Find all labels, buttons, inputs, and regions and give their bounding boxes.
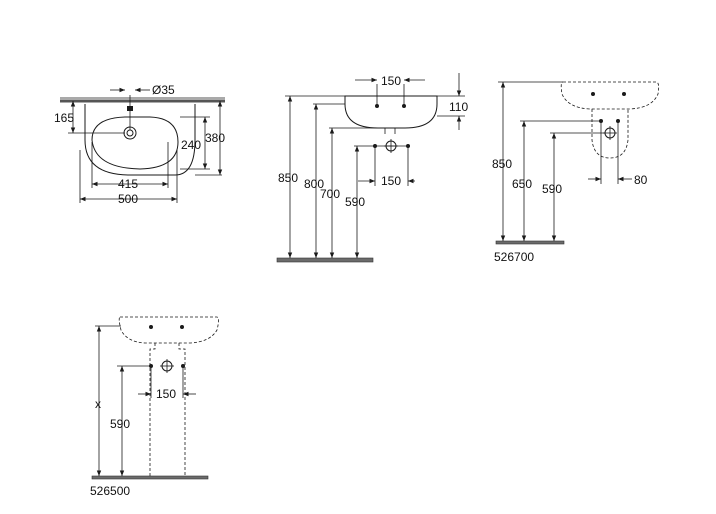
dim-415: 415 [118,177,138,191]
dim-590: 590 [110,417,130,431]
dim-80: 80 [634,173,648,187]
dim-850: 850 [278,171,298,185]
dim-150-top: 150 [381,74,401,88]
pedestal-view: x 590 150 526500 [90,316,219,498]
dim-700: 700 [320,187,340,201]
floor [495,240,565,245]
basin-outline [84,104,196,176]
pedestal-left [149,343,156,476]
floor [91,475,209,480]
side-view: 150 110 850 800 700 590 150 [276,73,468,263]
dim-380: 380 [205,131,225,145]
half-pedestal-view: 850 650 590 80 526700 [492,81,660,264]
basin-side [344,95,438,129]
dim-500: 500 [118,192,138,206]
dim-165: 165 [54,111,74,125]
dim-150: 150 [156,387,176,401]
dim-diameter: Ø35 [152,83,175,97]
dim-150-bottom: 150 [381,174,401,188]
dim-590: 590 [345,195,365,209]
product-code-526700: 526700 [494,250,534,264]
pedestal-right [178,343,186,476]
dim-650: 650 [512,177,532,191]
dim-800: 800 [304,177,324,191]
basin-front [560,81,660,110]
dim-850: 850 [492,157,512,171]
top-view: Ø35 165 380 240 415 500 [54,83,225,206]
overflow-mark [127,106,133,111]
half-pedestal [591,109,629,159]
dim-590: 590 [542,182,562,196]
dim-110: 110 [449,100,468,114]
basin-front [118,316,219,344]
dim-240: 240 [181,138,201,152]
bowl-outline [91,116,179,170]
floor [276,257,374,263]
product-code-526500: 526500 [90,484,130,498]
dim-x: x [95,397,101,411]
